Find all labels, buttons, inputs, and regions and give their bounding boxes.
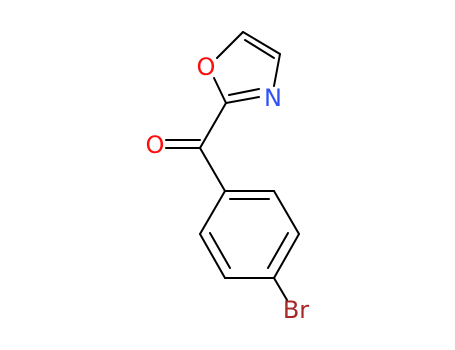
bromine-label: Br	[283, 296, 309, 324]
bond-phenyl-bromine	[273, 277, 288, 301]
benzene-ring	[199, 190, 300, 279]
bond-ar-c4-c5	[273, 233, 300, 279]
carbonyl-group	[165, 102, 227, 192]
bond-c2-o1	[213, 77, 227, 104]
bond-n3-c2	[225, 96, 260, 104]
bond-n3-c2-double	[228, 88, 260, 96]
bond-o1-c5	[216, 31, 244, 59]
bond-ar-inner-3	[267, 232, 289, 269]
bond-c5-c4-double	[244, 39, 275, 59]
bond-ar-c1-c2	[199, 190, 226, 235]
bond-ar-inner-2	[209, 232, 231, 269]
carbonyl-oxygen-label: O	[146, 131, 165, 159]
bond-ar-c2-c3	[199, 233, 226, 279]
ring-nitrogen-label: N	[264, 84, 282, 112]
bond-carbonyl-phenyl	[199, 147, 226, 192]
bond-c5-c4	[242, 31, 281, 55]
bond-c2-carbonyl	[199, 102, 227, 149]
oxazole-ring	[213, 31, 281, 104]
ring-oxygen-label: O	[197, 53, 216, 81]
bond-c4-n3	[273, 53, 281, 87]
bond-ar-c5-c6	[273, 190, 300, 235]
